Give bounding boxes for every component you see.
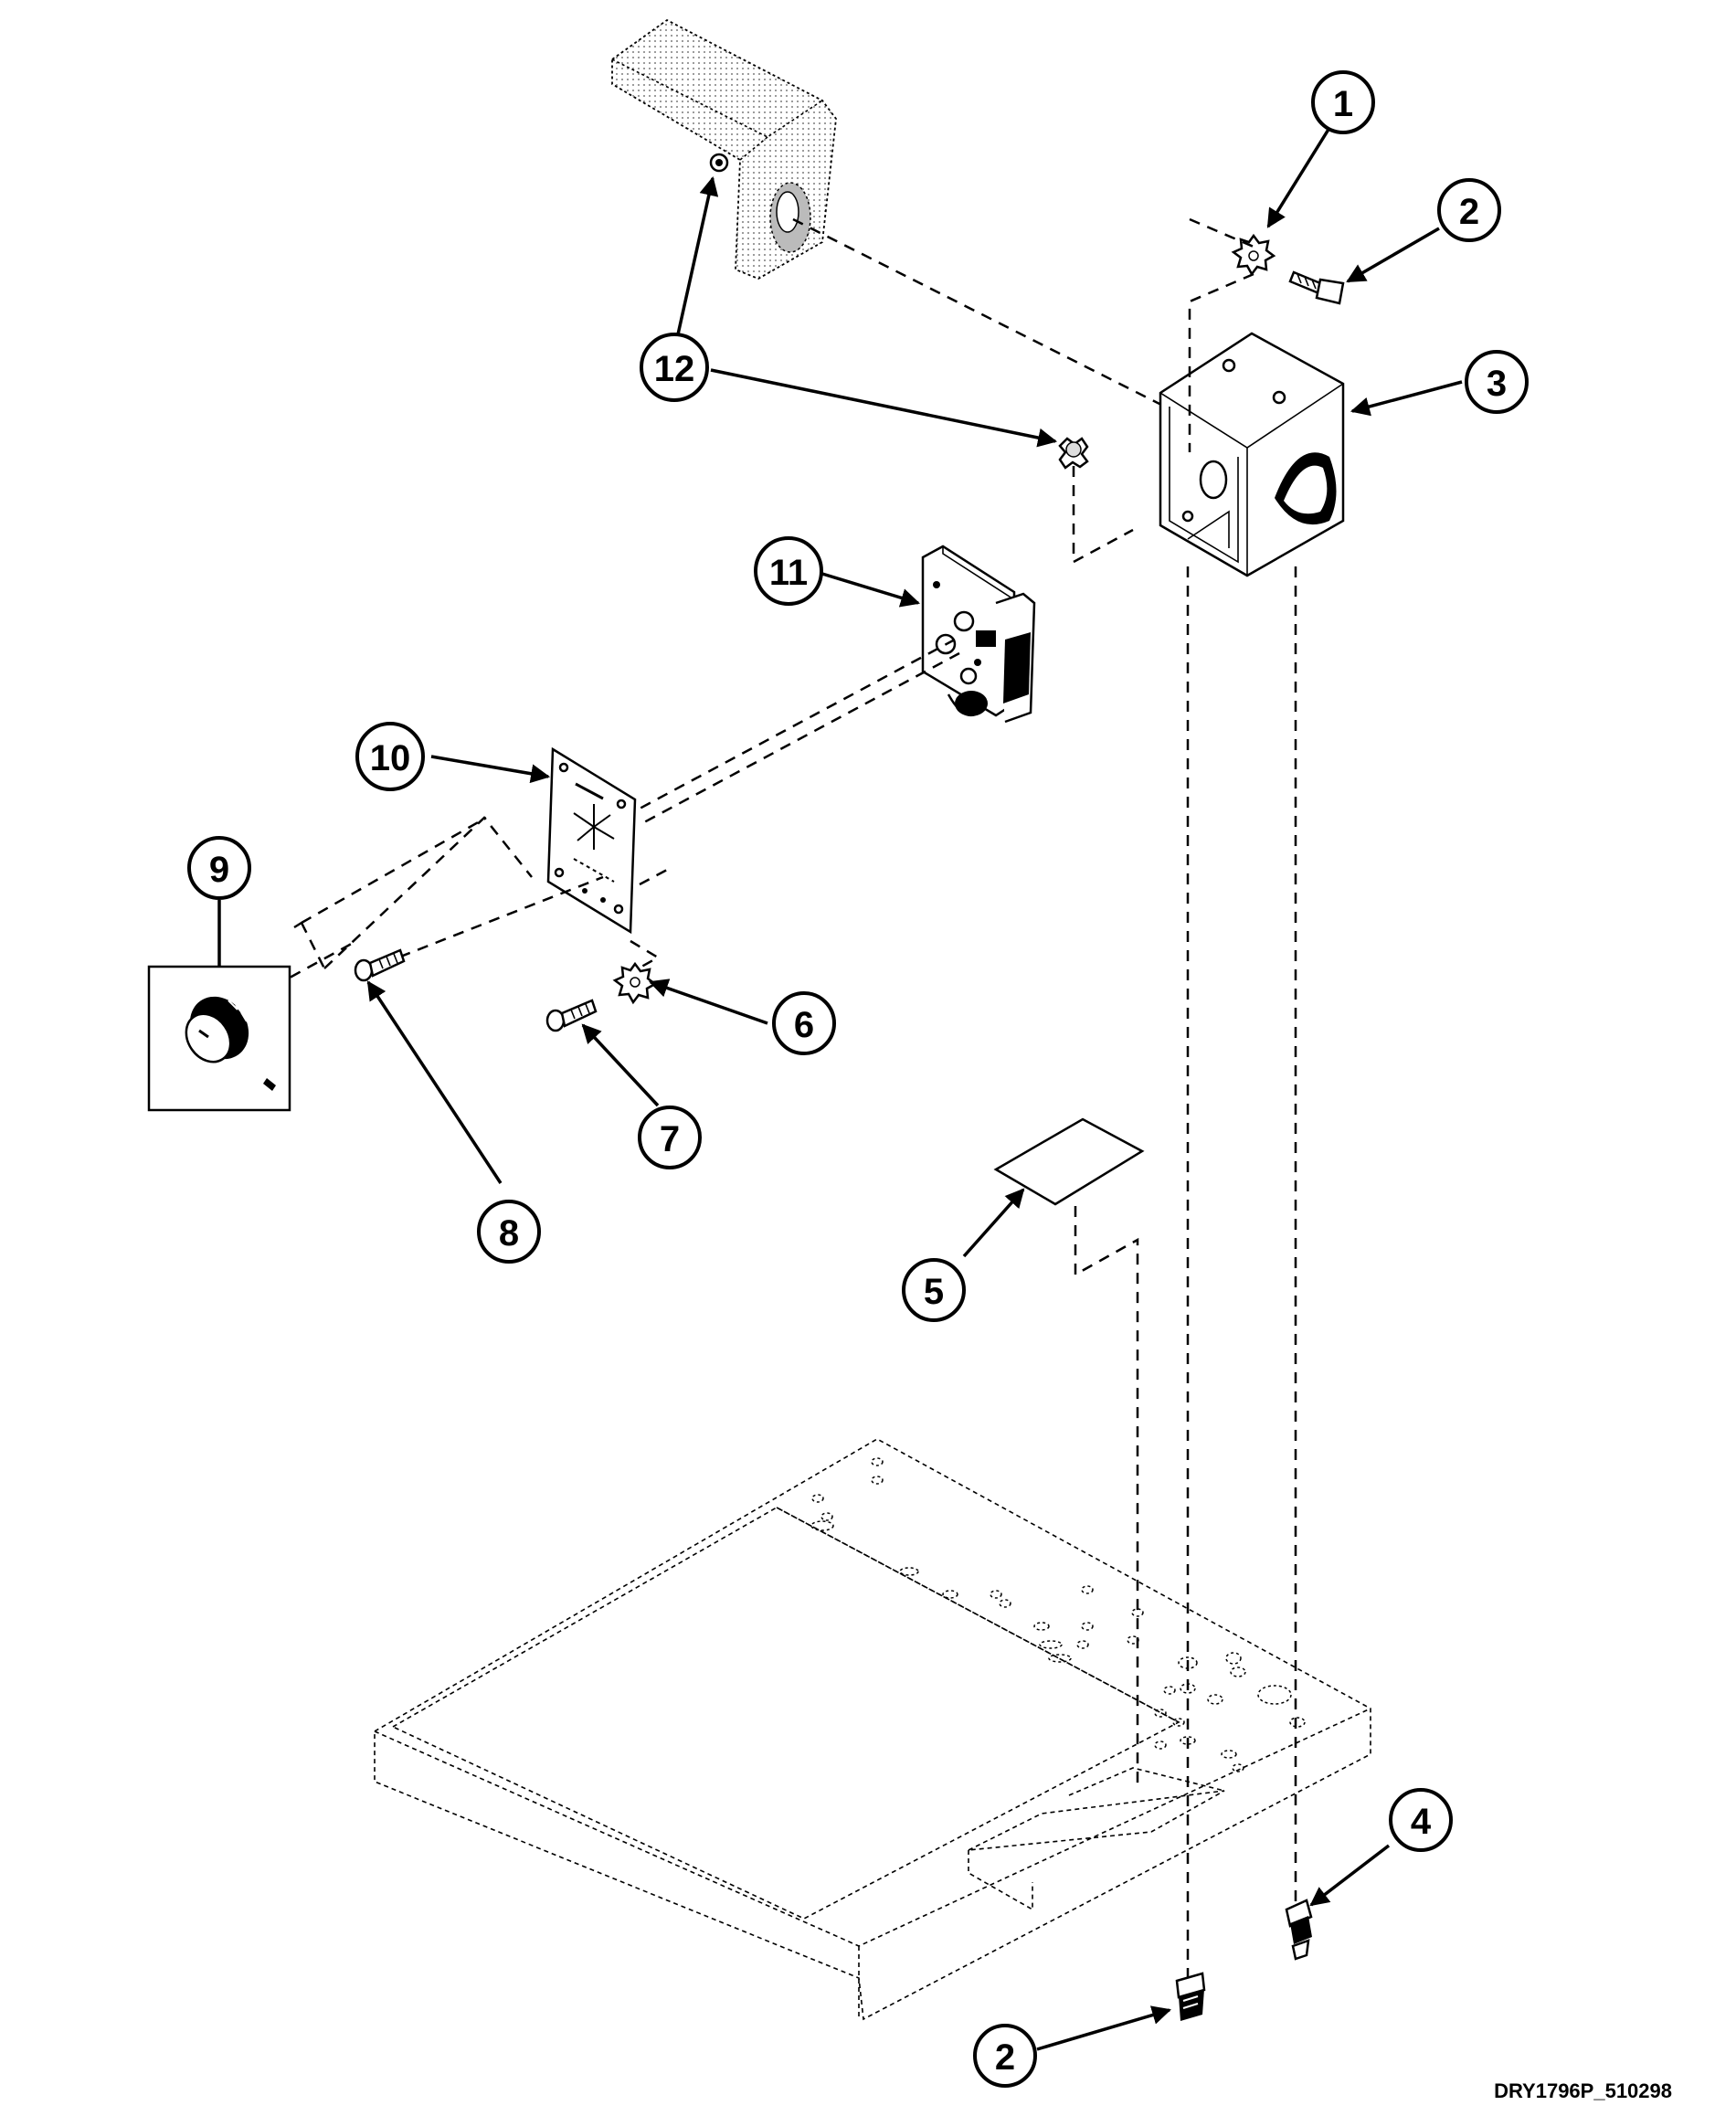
washer-guide-line <box>1188 217 1254 452</box>
console-to-housing-line <box>792 217 1166 408</box>
base-screw-bottom <box>1175 1972 1206 2021</box>
label-guide-line <box>1074 1206 1139 1791</box>
cabinet-top <box>374 1438 1371 2021</box>
screw8-guide-line <box>381 875 604 966</box>
timer-shaft-line-lower <box>643 651 960 824</box>
svg-text:4: 4 <box>1411 1802 1432 1842</box>
knob-inset-guide <box>300 816 533 969</box>
callout-1: 1 <box>1311 70 1375 134</box>
callout-10: 10 <box>355 722 425 791</box>
callout-9: 9 <box>187 836 251 900</box>
svg-text:2: 2 <box>995 2037 1015 2078</box>
console-clip-top <box>709 153 729 173</box>
drawing-code: DRY1796P_510298 <box>1494 2079 1672 2102</box>
callout-2-top: 2 <box>1437 178 1501 242</box>
washer6-guide-line <box>630 939 661 972</box>
svg-text:1: 1 <box>1333 84 1353 124</box>
svg-text:3: 3 <box>1487 364 1507 404</box>
callout-8: 8 <box>477 1200 541 1264</box>
timer-dial-plate <box>546 746 637 935</box>
callout-2-bottom: 2 <box>973 2024 1037 2088</box>
callout-4: 4 <box>1389 1788 1453 1852</box>
timer-screw <box>545 999 598 1032</box>
plate-screw <box>354 948 406 982</box>
callout-7: 7 <box>638 1106 702 1169</box>
mounting-bracket <box>1159 332 1345 577</box>
svg-text:10: 10 <box>370 738 411 778</box>
callout-5: 5 <box>902 1258 966 1322</box>
wiring-label <box>993 1117 1145 1206</box>
star-washer <box>1231 233 1276 277</box>
timer-star-washer <box>612 961 658 1005</box>
svg-text:11: 11 <box>769 553 808 593</box>
callout-12: 12 <box>640 333 709 402</box>
clip-guide-line <box>1072 466 1134 565</box>
svg-text:6: 6 <box>794 1005 814 1045</box>
svg-text:8: 8 <box>499 1213 519 1254</box>
base-screw-right <box>1285 1899 1313 1961</box>
svg-text:5: 5 <box>924 1272 944 1312</box>
callout-11: 11 <box>754 536 823 606</box>
knob-inset <box>147 965 291 1112</box>
svg-text:2: 2 <box>1459 192 1479 232</box>
leader-lines <box>217 127 1463 2051</box>
timer-shaft-line-upper <box>639 638 956 810</box>
console-clip <box>1058 437 1089 470</box>
console-end-panel <box>611 18 837 280</box>
svg-text:12: 12 <box>654 349 695 389</box>
svg-text:7: 7 <box>660 1119 680 1159</box>
plate-guide-line <box>639 868 668 886</box>
timer <box>921 545 1036 724</box>
svg-text:9: 9 <box>209 850 229 890</box>
callout-3: 3 <box>1465 350 1529 414</box>
callout-6: 6 <box>772 991 836 1055</box>
screw-top <box>1288 270 1345 305</box>
